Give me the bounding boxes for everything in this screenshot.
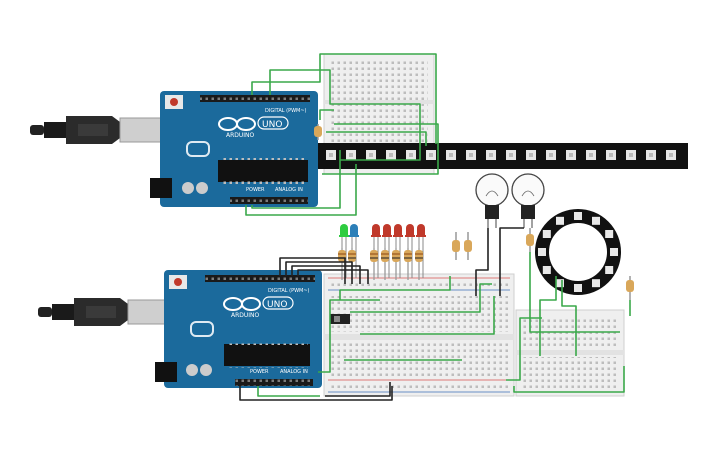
strip-pixel-core: [409, 153, 413, 157]
led-resistor[interactable]: [381, 248, 389, 280]
resistor-strip[interactable]: [314, 124, 322, 140]
ring-pixel: [605, 230, 614, 238]
ring-pixel: [556, 279, 564, 288]
ring-pixel: [556, 216, 564, 225]
digital-label: DIGITAL (PWM~): [268, 288, 310, 294]
breadboard-right[interactable]: [515, 309, 625, 397]
analog-label: ANALOG IN: [280, 369, 308, 375]
wires-bottom[interactable]: [239, 227, 631, 401]
analog-label: ANALOG IN: [275, 187, 303, 193]
breadboard-main[interactable]: [323, 273, 515, 397]
strip-pixel-core: [449, 153, 453, 157]
led-red[interactable]: [405, 224, 415, 278]
strip-pixel-core: [649, 153, 653, 157]
strip-pixel-core: [469, 153, 473, 157]
digital-label: DIGITAL (PWM~): [265, 108, 307, 114]
led-resistors[interactable]: [338, 248, 423, 280]
strip-pixel-core: [489, 153, 493, 157]
strip-pixel-core: [569, 153, 573, 157]
strip-pixel-core: [349, 153, 353, 157]
ring-pixel: [542, 230, 551, 238]
logo-text: ARDUINO: [231, 312, 260, 319]
light-bulb-1[interactable]: [475, 173, 509, 228]
ring-pixel: [574, 284, 582, 292]
strip-pixel-core: [609, 153, 613, 157]
arduino-uno-top[interactable]: DIGITAL (PWM~) ARDUINO UNO POWER ANALOG …: [30, 91, 318, 207]
strip-pixel-core: [429, 153, 433, 157]
ring-pixel: [542, 266, 551, 274]
strip-pixel-core: [329, 153, 333, 157]
neopixel-strip[interactable]: [318, 143, 688, 169]
ring-pixel: [610, 248, 618, 256]
strip-pixel-core: [369, 153, 373, 157]
usb-cable-icon[interactable]: [30, 116, 167, 144]
arduino-logo: [218, 117, 256, 131]
model-text: UNO: [262, 120, 282, 130]
led-resistor[interactable]: [370, 248, 378, 280]
ring-pixel: [574, 212, 582, 220]
ring-pixel: [538, 248, 546, 256]
strip-pixel-core: [629, 153, 633, 157]
model-text: UNO: [267, 300, 287, 310]
led-red[interactable]: [382, 224, 392, 278]
resistor-bulb[interactable]: [452, 228, 534, 260]
led-resistor[interactable]: [404, 248, 412, 280]
usb-cable-icon[interactable]: [38, 298, 175, 326]
ring-pixel: [592, 279, 600, 288]
power-jack[interactable]: [155, 362, 177, 382]
light-bulb-2[interactable]: [511, 173, 545, 228]
power-label: POWER: [246, 187, 265, 193]
strip-pixel-core: [669, 153, 673, 157]
power-jack[interactable]: [150, 178, 172, 198]
atmega-chip: [224, 344, 310, 366]
logo-text: ARDUINO: [226, 132, 255, 139]
led-resistor[interactable]: [392, 248, 400, 280]
strip-pixel-core: [529, 153, 533, 157]
strip-pixel-core: [589, 153, 593, 157]
neopixel-ring[interactable]: [535, 209, 621, 295]
strip-pixel-core: [389, 153, 393, 157]
ring-pixel: [605, 266, 614, 274]
strip-pixel-core: [549, 153, 553, 157]
atmega-chip: [218, 160, 308, 182]
wires-top[interactable]: [245, 53, 439, 216]
arduino-logo: [223, 297, 261, 311]
strip-pixel-core: [509, 153, 513, 157]
led-resistor[interactable]: [415, 248, 423, 280]
power-label: POWER: [250, 369, 269, 375]
ring-pixel: [592, 216, 600, 225]
arduino-uno-bottom[interactable]: DIGITAL (PWM~) ARDUINO UNO POWER ANALOG …: [38, 270, 322, 388]
resistor-ring[interactable]: [626, 276, 634, 300]
slide-switch[interactable]: [330, 314, 350, 324]
led-red[interactable]: [393, 224, 403, 278]
